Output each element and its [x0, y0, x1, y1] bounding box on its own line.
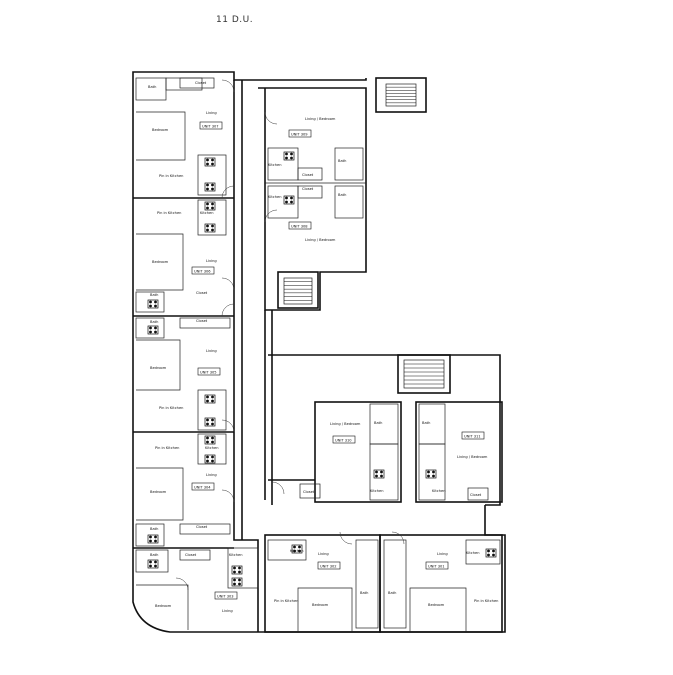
- room-label: Kitchen: [268, 195, 282, 199]
- unit-label-301: UNIT 301: [428, 565, 445, 569]
- room-label: Kitchen: [466, 551, 480, 555]
- room-labels: Bedroom Living Pin in Kitchen Closet Bat…: [148, 81, 498, 613]
- room-label: Closet: [196, 291, 208, 295]
- stove-icon: [147, 559, 159, 569]
- stove-symbols: [147, 151, 497, 587]
- room-label: Bedroom: [150, 366, 167, 370]
- stove-icon: [485, 548, 497, 558]
- room-label: Kitchen: [432, 489, 446, 493]
- stove-icon: [204, 435, 216, 445]
- room-label: Pin in Kitchen: [157, 211, 181, 215]
- unit-label-308: UNIT 308: [291, 225, 308, 229]
- unit-label-304: UNIT 304: [194, 486, 211, 490]
- room-label: Bath: [150, 293, 158, 297]
- stove-icon: [204, 223, 216, 233]
- room-label: Bath: [150, 320, 158, 324]
- stair-middle: [277, 271, 319, 309]
- room-label: Closet: [185, 553, 197, 557]
- room-label: Bath: [388, 591, 396, 595]
- room-label: Bath: [374, 421, 382, 425]
- room-label: Bath: [148, 85, 156, 89]
- unit-label-307: UNIT 307: [202, 125, 219, 129]
- unit-label-310: UNIT 310: [335, 439, 352, 443]
- door-swings: [175, 79, 405, 591]
- room-label: Closet: [470, 493, 482, 497]
- room-label: Pin in Kitchen: [159, 174, 183, 178]
- stove-icon: [204, 417, 216, 427]
- unit-label-305: UNIT 305: [200, 371, 217, 375]
- exterior-walls: [132, 71, 506, 633]
- stair-right: [397, 354, 451, 394]
- room-label: Closet: [303, 490, 315, 494]
- room-label: Living / Bedroom: [305, 238, 336, 242]
- room-label: Bedroom: [428, 603, 445, 607]
- room-label: Kitchen: [229, 553, 243, 557]
- room-label: Living: [437, 552, 448, 556]
- room-label: Living / Bedroom: [305, 117, 336, 121]
- room-label: Living: [206, 111, 217, 115]
- stove-icon: [147, 534, 159, 544]
- room-label: Kitchen: [268, 163, 282, 167]
- room-label: Bath: [150, 527, 158, 531]
- stair-treads: [284, 86, 444, 385]
- room-label: Bedroom: [150, 490, 167, 494]
- room-label: Kitchen: [205, 446, 219, 450]
- stove-icon: [291, 544, 303, 554]
- room-label: Closet: [196, 319, 208, 323]
- room-label: Living: [206, 259, 217, 263]
- dwelling-unit-count: 11 D.U.: [216, 15, 254, 25]
- room-label: Living: [206, 473, 217, 477]
- room-label: Bedroom: [312, 603, 329, 607]
- unit-label-311: UNIT 311: [464, 435, 481, 439]
- stove-icon: [204, 454, 216, 464]
- unit-label-309: UNIT 309: [291, 133, 308, 137]
- stove-icon: [283, 151, 295, 161]
- left-wing-partitions: [133, 77, 259, 630]
- unit-label-303: UNIT 303: [217, 595, 234, 599]
- room-label: Kitchen: [200, 211, 214, 215]
- stove-icon: [231, 577, 243, 587]
- room-label: Bath: [338, 193, 346, 197]
- room-label: Bath: [360, 591, 368, 595]
- room-label: Pin in Kitchen: [474, 599, 498, 603]
- unit-tags: UNIT 307 UNIT 306 UNIT 305 UNIT 304 UNIT…: [191, 121, 485, 600]
- middle-right-partitions: [299, 403, 489, 501]
- room-label: Living / Bedroom: [330, 422, 361, 426]
- stove-icon: [425, 469, 437, 479]
- room-label: Pin in Kitchen: [274, 599, 298, 603]
- room-label: Pin in Kitchen: [159, 406, 183, 410]
- room-label: Bedroom: [155, 604, 172, 608]
- stove-icon: [147, 325, 159, 335]
- stove-icon: [204, 157, 216, 167]
- stair-top: [375, 77, 427, 113]
- stove-icon: [204, 182, 216, 192]
- room-label: Living: [222, 609, 233, 613]
- room-label: Living: [318, 552, 329, 556]
- stove-icon: [204, 394, 216, 404]
- upper-right-partitions: [265, 147, 366, 219]
- room-label: Closet: [196, 525, 208, 529]
- room-label: Bedroom: [152, 260, 169, 264]
- bottom-right-partitions: [267, 539, 501, 632]
- stove-icon: [204, 201, 216, 211]
- room-label: Closet: [302, 173, 314, 177]
- room-label: Kitchen: [370, 489, 384, 493]
- stove-icon: [373, 469, 385, 479]
- room-label: Closet: [302, 187, 314, 191]
- unit-label-302: UNIT 302: [320, 565, 337, 569]
- room-label: Pin in Kitchen: [155, 446, 179, 450]
- room-label: Closet: [195, 81, 207, 85]
- stove-icon: [231, 565, 243, 575]
- room-label: Bath: [150, 553, 158, 557]
- room-label: Bath: [422, 421, 430, 425]
- room-label: Kitchen: [290, 549, 304, 553]
- room-label: Living / Bedroom: [457, 455, 488, 459]
- room-label: Bath: [338, 159, 346, 163]
- room-label: Bedroom: [152, 128, 169, 132]
- stove-icon: [147, 299, 159, 309]
- stove-icon: [283, 195, 295, 205]
- room-label: Living: [206, 349, 217, 353]
- unit-label-306: UNIT 306: [194, 270, 211, 274]
